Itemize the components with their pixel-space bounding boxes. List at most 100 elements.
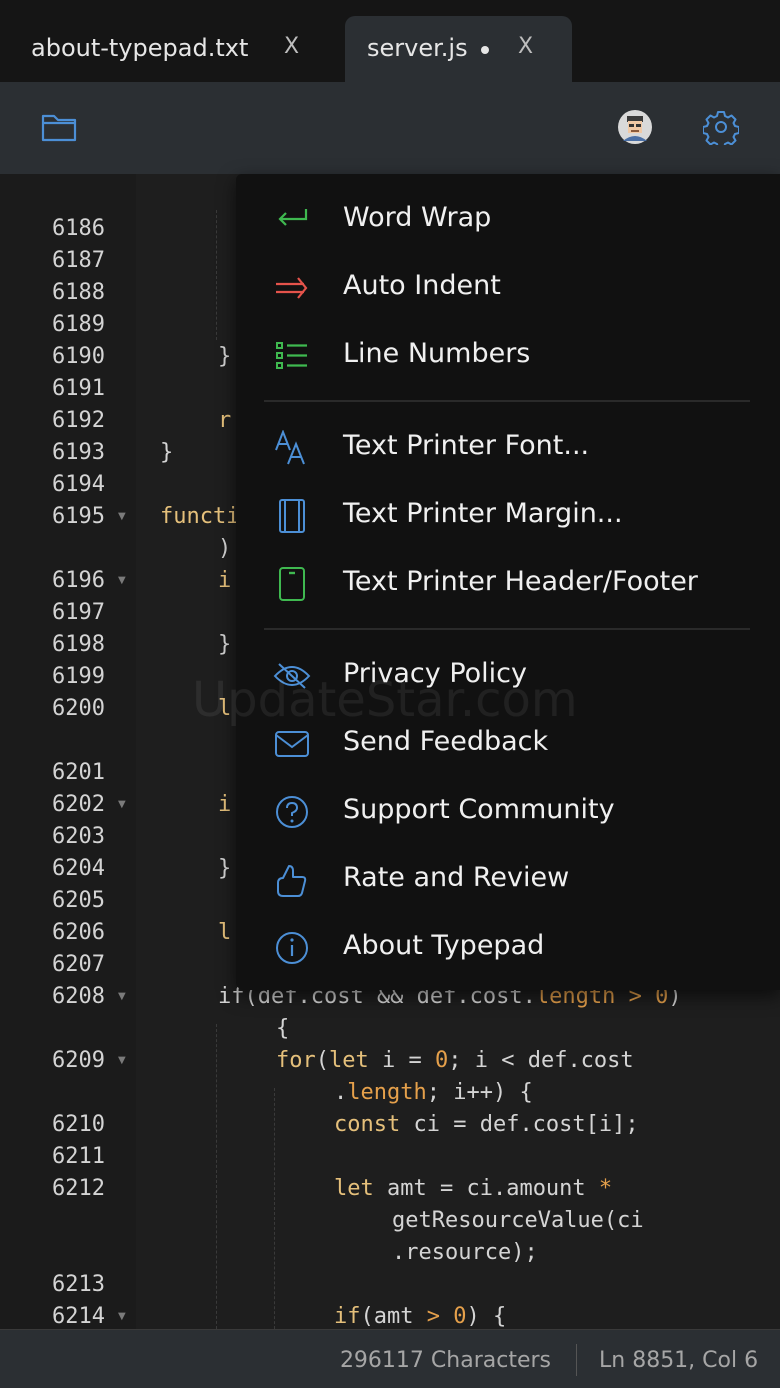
code-token: * bbox=[598, 1176, 613, 1201]
code-token: const bbox=[334, 1112, 401, 1137]
menu-item-label: Privacy Policy bbox=[343, 658, 528, 689]
status-bar: 296117 Characters Ln 8851, Col 6 bbox=[0, 1329, 780, 1388]
menu-separator bbox=[264, 628, 750, 630]
code-token: i bbox=[218, 792, 232, 817]
code-token: i = bbox=[368, 1048, 435, 1073]
menu-item-word-wrap[interactable]: Word Wrap bbox=[236, 188, 780, 252]
tab-title: about-typepad.txt bbox=[31, 34, 249, 62]
code-token bbox=[440, 1304, 453, 1329]
tab-bar: about-typepad.txt X server.js X bbox=[0, 0, 780, 82]
tab-about-typepad[interactable]: about-typepad.txt X bbox=[0, 16, 340, 82]
code-token: } bbox=[218, 344, 232, 369]
menu-item-auto-indent[interactable]: Auto Indent bbox=[236, 256, 780, 320]
code-token: { bbox=[276, 1016, 290, 1041]
line-number: 6191 bbox=[52, 376, 105, 401]
line-number: 6198 bbox=[52, 632, 105, 657]
code-token: ; i < def.cost bbox=[448, 1048, 634, 1073]
code-line: const ci = def.cost[i]; bbox=[334, 1109, 639, 1141]
line-number: 6213 bbox=[52, 1272, 105, 1297]
unsaved-indicator-icon bbox=[481, 46, 489, 54]
code-token: let bbox=[329, 1048, 369, 1073]
line-number: 6207 bbox=[52, 952, 105, 977]
fold-arrow-icon[interactable]: ▼ bbox=[118, 799, 126, 810]
code-token: ; i++) { bbox=[426, 1080, 533, 1105]
fold-arrow-icon[interactable]: ▼ bbox=[118, 511, 126, 522]
line-number-gutter: 6186 6187 6188 6189 6190 6191 6192 6193 … bbox=[0, 174, 136, 1329]
avatar-icon[interactable] bbox=[616, 108, 654, 146]
code-token: } bbox=[218, 632, 232, 657]
thumbs-up-icon bbox=[272, 862, 312, 898]
line-number: 6195 bbox=[52, 504, 105, 529]
indent-guide bbox=[216, 210, 217, 340]
line-number: 6194 bbox=[52, 472, 105, 497]
menu-item-privacy-policy[interactable]: Privacy Policy bbox=[236, 644, 780, 708]
code-line: if(amt > 0) { bbox=[334, 1301, 506, 1329]
fold-arrow-icon[interactable]: ▼ bbox=[118, 991, 126, 1002]
tab-close-button[interactable]: X bbox=[518, 34, 534, 59]
line-number: 6196 bbox=[52, 568, 105, 593]
menu-item-printer-header-footer[interactable]: Text Printer Header/Footer bbox=[236, 552, 780, 616]
code-line: let amt = ci.amount * bbox=[334, 1173, 612, 1205]
code-token: l bbox=[218, 696, 232, 721]
header-footer-icon bbox=[272, 566, 312, 602]
code-token: for bbox=[276, 1048, 316, 1073]
status-divider bbox=[576, 1344, 577, 1376]
menu-item-label: Send Feedback bbox=[343, 726, 549, 757]
code-token: functi bbox=[160, 504, 240, 529]
line-number: 6203 bbox=[52, 824, 105, 849]
code-token: length bbox=[347, 1080, 427, 1105]
gear-icon[interactable] bbox=[702, 108, 740, 146]
code-token: amt = ci.amount bbox=[373, 1176, 599, 1201]
cursor-position[interactable]: Ln 8851, Col 6 bbox=[599, 1348, 759, 1373]
code-line: for(let i = 0; i < def.cost bbox=[276, 1045, 634, 1077]
code-token: (amt bbox=[360, 1304, 427, 1329]
fold-arrow-icon[interactable]: ▼ bbox=[118, 1311, 126, 1322]
menu-separator bbox=[264, 400, 750, 402]
indent-guide bbox=[216, 1024, 217, 1329]
menu-item-printer-margin[interactable]: Text Printer Margin... bbox=[236, 484, 780, 548]
menu-item-line-numbers[interactable]: Line Numbers bbox=[236, 324, 780, 388]
line-number: 6211 bbox=[52, 1144, 105, 1169]
code-token: .resource); bbox=[392, 1240, 538, 1265]
line-number: 6192 bbox=[52, 408, 105, 433]
code-token: > bbox=[615, 984, 656, 1009]
line-number: 6188 bbox=[52, 280, 105, 305]
line-number: 6190 bbox=[52, 344, 105, 369]
code-token: ) bbox=[668, 984, 682, 1009]
menu-item-support-community[interactable]: Support Community bbox=[236, 780, 780, 844]
menu-item-rate-review[interactable]: Rate and Review bbox=[236, 848, 780, 912]
line-number: 6204 bbox=[52, 856, 105, 881]
menu-item-about[interactable]: About Typepad bbox=[236, 916, 780, 980]
line-number: 6206 bbox=[52, 920, 105, 945]
code-token: ( bbox=[315, 1048, 329, 1073]
code-token: let bbox=[334, 1176, 374, 1201]
code-token: 0 bbox=[453, 1304, 467, 1329]
tab-close-button[interactable]: X bbox=[284, 34, 300, 59]
menu-item-label: Text Printer Margin... bbox=[343, 498, 623, 529]
character-count: 296117 Characters bbox=[339, 1348, 551, 1373]
code-token: 0 bbox=[434, 1048, 449, 1073]
code-token: } bbox=[218, 856, 232, 881]
line-number: 6214 bbox=[52, 1304, 105, 1329]
line-number: 6205 bbox=[52, 888, 105, 913]
menu-item-printer-font[interactable]: Text Printer Font... bbox=[236, 416, 780, 480]
margin-icon bbox=[272, 498, 312, 534]
code-token: > bbox=[426, 1304, 440, 1329]
fold-arrow-icon[interactable]: ▼ bbox=[118, 575, 126, 586]
code-token: 0 bbox=[655, 984, 669, 1009]
menu-item-label: Text Printer Font... bbox=[343, 430, 590, 461]
menu-item-label: Rate and Review bbox=[343, 862, 570, 893]
line-number: 6208 bbox=[52, 984, 105, 1009]
help-icon bbox=[272, 794, 312, 830]
code-token: } bbox=[160, 440, 174, 465]
menu-item-send-feedback[interactable]: Send Feedback bbox=[236, 712, 780, 776]
folder-icon[interactable] bbox=[38, 108, 80, 146]
line-number: 6186 bbox=[52, 216, 105, 241]
indent-guide bbox=[274, 1088, 275, 1329]
fold-arrow-icon[interactable]: ▼ bbox=[118, 1055, 126, 1066]
tab-server-js[interactable]: server.js X bbox=[345, 16, 572, 82]
menu-item-label: Auto Indent bbox=[343, 270, 501, 301]
watermark: UpdateStar.com bbox=[192, 672, 578, 728]
line-number: 6199 bbox=[52, 664, 105, 689]
line-number: 6210 bbox=[52, 1112, 105, 1137]
